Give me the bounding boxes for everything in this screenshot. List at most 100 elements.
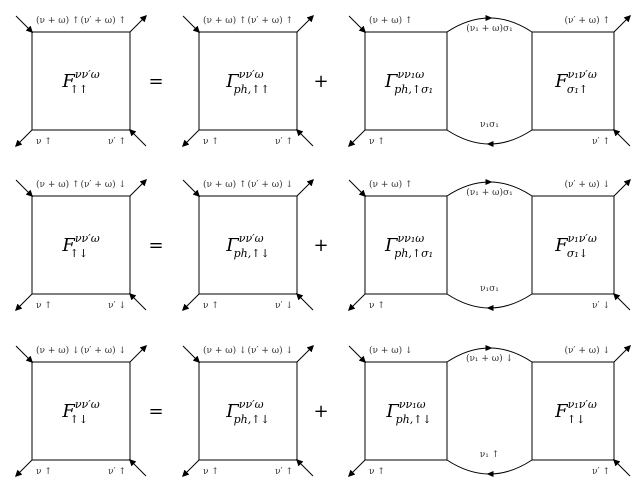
vertex-superscript: νν′ω <box>239 68 264 81</box>
vertex-function: Fνν′ω↑↓ <box>61 398 99 426</box>
label-top-right: (ν′ + ω) ↓ <box>564 345 610 356</box>
bottom-propagator-arrow <box>486 141 494 147</box>
label-top-right: (ν′ + ω) ↓ <box>80 179 126 190</box>
label-top-right: (ν′ + ω) ↑ <box>564 15 610 26</box>
leg-top-right <box>296 345 314 363</box>
label-bottom-left: ν ↑ <box>369 467 385 477</box>
leg-bottom-right <box>129 129 147 147</box>
leg-bottom-left <box>348 459 366 477</box>
vertex-subscript: ph,↑σ₁ <box>394 247 433 260</box>
vertex-symbol: Γ <box>384 71 399 92</box>
leg-bottom-left <box>348 129 366 147</box>
label-bottom-right: ν′ ↓ <box>275 301 293 311</box>
vertex-subscript: σ₁↑ <box>567 83 588 96</box>
label-top-left: (ν + ω) ↑ <box>203 179 247 190</box>
vertex-superscript: ν₁ν′ω <box>568 398 597 411</box>
vertex-subscript: ↑↑ <box>70 83 88 96</box>
vertex-box <box>198 31 298 131</box>
label-bottom-right: ν′ ↓ <box>108 301 126 311</box>
plus-sign: + <box>313 401 328 422</box>
leg-bottom-right <box>129 293 147 311</box>
label-bottom-left: ν ↑ <box>203 137 219 147</box>
full-vertex: (ν + ω) ↓(ν′ + ω) ↓ν ↑ν′ ↑Fνν′ω↑↓ <box>15 345 147 477</box>
vertex-subscript: ph,↑↓ <box>396 413 432 426</box>
label-top-right: (ν′ + ω) ↓ <box>247 179 293 190</box>
top-propagator-arrow <box>485 179 493 185</box>
vertex-superscript: νν₁ω <box>397 68 424 81</box>
leg-bottom-left <box>15 293 33 311</box>
label-bottom-left: ν ↑ <box>203 467 219 477</box>
leg-bottom-left <box>182 459 200 477</box>
label-bottom-right: ν′ ↑ <box>108 137 126 147</box>
leg-top-left <box>182 15 200 33</box>
vertex-subscript: ↑↓ <box>567 413 585 426</box>
leg-top-left <box>348 179 366 197</box>
label-top-left: (ν + ω) ↓ <box>369 345 413 356</box>
vertex-box <box>31 195 131 295</box>
label-top-left: (ν + ω) ↑ <box>203 15 247 26</box>
vertex-subscript: ph,↑↓ <box>234 413 270 426</box>
vertex-subscript: σ₁↓ <box>567 247 588 260</box>
top-propagator-arrow <box>485 345 493 351</box>
vertex-function: Fνν′ω↑↑ <box>61 68 99 96</box>
leg-top-right <box>613 15 631 33</box>
top-propagator-label: (ν₁ + ω)σ₁ <box>466 23 512 34</box>
full-vertex: (ν + ω) ↑(ν′ + ω) ↑ν ↑ν′ ↑Fνν′ω↑↑ <box>15 15 147 147</box>
top-propagator-label: (ν₁ + ω) ↓ <box>466 353 513 364</box>
bottom-propagator-label: ν₁σ₁ <box>480 284 499 294</box>
label-bottom-right: ν′ ↑ <box>108 467 126 477</box>
label-bottom-right: ν′ ↑ <box>275 137 293 147</box>
label-bottom-right: ν′ ↑ <box>592 467 610 477</box>
label-top-right: (ν′ + ω) ↓ <box>80 345 126 356</box>
vertex-symbol: Γ <box>384 235 399 256</box>
vertex-superscript: ν₁ν′ω <box>568 68 597 81</box>
vertex-symbol: Γ <box>385 401 400 422</box>
vertex-superscript: νν′ω <box>75 232 100 245</box>
equals-sign: = <box>148 71 163 92</box>
leg-top-left <box>348 345 366 363</box>
bottom-propagator-label: ν₁σ₁ <box>480 120 499 130</box>
label-top-left: (ν + ω) ↑ <box>369 15 413 26</box>
leg-bottom-left <box>348 293 366 311</box>
leg-top-left <box>15 179 33 197</box>
leg-top-right <box>296 179 314 197</box>
vertex-subscript: ↑↓ <box>70 247 88 260</box>
vertex-symbol: F <box>554 71 569 92</box>
leg-bottom-right <box>296 129 314 147</box>
label-bottom-right: ν′ ↑ <box>275 467 293 477</box>
equation-row: (ν + ω) ↑(ν′ + ω) ↓ν ↑ν′ ↓Fνν′ω↑↓=(ν + ω… <box>15 179 631 311</box>
gamma-box <box>364 361 448 461</box>
vertex-superscript: νν′ω <box>239 232 264 245</box>
top-propagator-arrow <box>485 15 493 21</box>
label-bottom-left: ν ↑ <box>36 301 52 311</box>
leg-bottom-right <box>613 293 631 311</box>
label-bottom-left: ν ↑ <box>369 301 385 311</box>
vertex-box <box>198 195 298 295</box>
leg-bottom-right <box>296 459 314 477</box>
f-box <box>531 361 615 461</box>
leg-bottom-left <box>182 293 200 311</box>
bottom-propagator <box>446 459 533 475</box>
equals-sign: = <box>148 235 163 256</box>
label-bottom-right: ν′ ↓ <box>592 301 610 311</box>
plus-sign: + <box>313 235 328 256</box>
label-top-left: (ν + ω) ↓ <box>36 345 80 356</box>
vertex-subscript: ph,↑↓ <box>234 247 270 260</box>
bottom-propagator <box>446 293 533 309</box>
bottom-propagator <box>446 129 533 145</box>
equation-row: (ν + ω) ↑(ν′ + ω) ↑ν ↑ν′ ↑Fνν′ω↑↑=(ν + ω… <box>15 15 631 147</box>
f-box <box>531 195 615 295</box>
vertex-subscript: ph,↑↑ <box>234 83 270 96</box>
vertex-superscript: νν′ω <box>75 398 100 411</box>
leg-bottom-left <box>15 129 33 147</box>
